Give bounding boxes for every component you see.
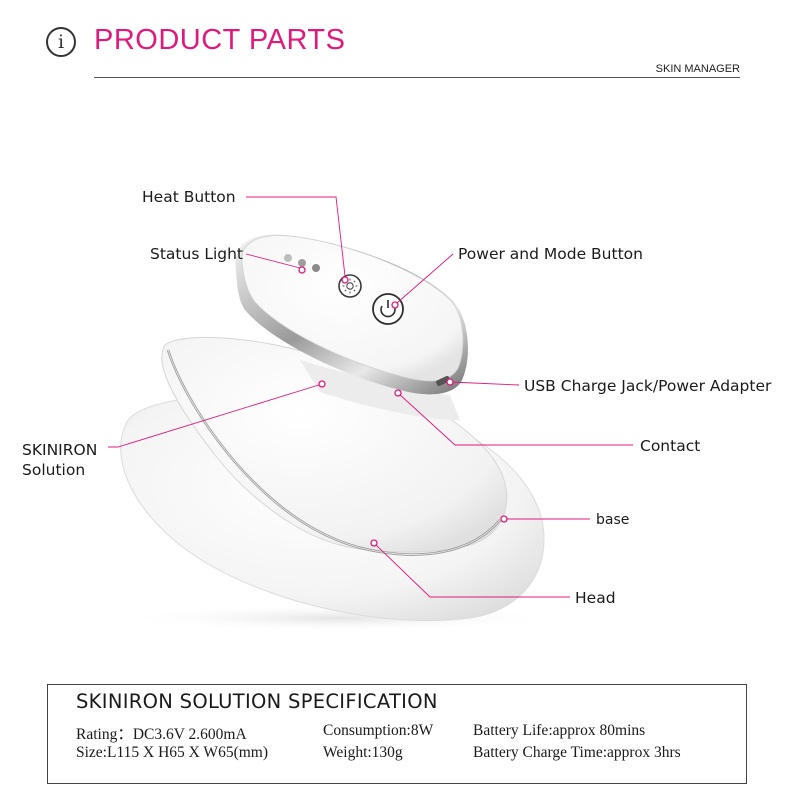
spec-rating: Rating：DC3.6V 2.600mA [76, 726, 247, 743]
device-neck [300, 360, 460, 420]
callout-status-light: Status Light [150, 245, 243, 263]
usb-charge-jack [436, 375, 450, 387]
callout-base: base [596, 512, 630, 528]
status-light [312, 264, 320, 272]
callout-head: Head [575, 589, 616, 607]
spec-charge-time: Battery Charge Time:approx 3hrs [473, 744, 681, 761]
page-title: PRODUCT PARTS [94, 24, 346, 56]
power-icon [380, 305, 396, 318]
sun-icon [346, 282, 354, 290]
callout-heat-button: Heat Button [142, 188, 236, 206]
callout-skiniron-line2: Solution [22, 461, 86, 479]
leader-dots [298, 266, 508, 547]
status-light [284, 254, 292, 262]
product-diagram: Heat Button Status Light Power and Mode … [22, 188, 772, 632]
spec-size: Size:L115 X H65 X W65(mm) [76, 744, 269, 761]
page-subtitle: SKIN MANAGER [655, 63, 740, 75]
device-head [161, 336, 508, 556]
callout-usb-jack: USB Charge Jack/Power Adapter [524, 377, 772, 395]
spec-weight: Weight:130g [323, 744, 403, 761]
header-divider [94, 77, 740, 78]
info-icon: i [46, 27, 76, 57]
page-header: i PRODUCT PARTS SKIN MANAGER [0, 0, 800, 80]
control-unit [235, 234, 468, 395]
callout-skiniron-line1: SKINIRON [22, 441, 98, 459]
callout-skiniron-solution: SKINIRON Solution [22, 440, 97, 480]
status-lights [284, 254, 320, 272]
specification-title: SKINIRON SOLUTION SPECIFICATION [76, 690, 438, 713]
callout-contact: Contact [640, 437, 701, 455]
spec-row: Rating：DC3.6V 2.600mA Consumption:8W Bat… [76, 722, 736, 743]
power-mode-button[interactable] [372, 293, 404, 325]
status-light [298, 259, 306, 267]
product-illustration [108, 196, 633, 632]
specification-panel: SKINIRON SOLUTION SPECIFICATION Rating：D… [47, 684, 747, 784]
spec-row: Size:L115 X H65 X W65(mm) Weight:130g Ba… [76, 744, 736, 764]
leader-lines [108, 196, 633, 598]
spec-consumption: Consumption:8W [323, 722, 434, 739]
callout-power-mode-button: Power and Mode Button [458, 245, 643, 263]
spec-battery-life: Battery Life:approx 80mins [473, 722, 646, 739]
